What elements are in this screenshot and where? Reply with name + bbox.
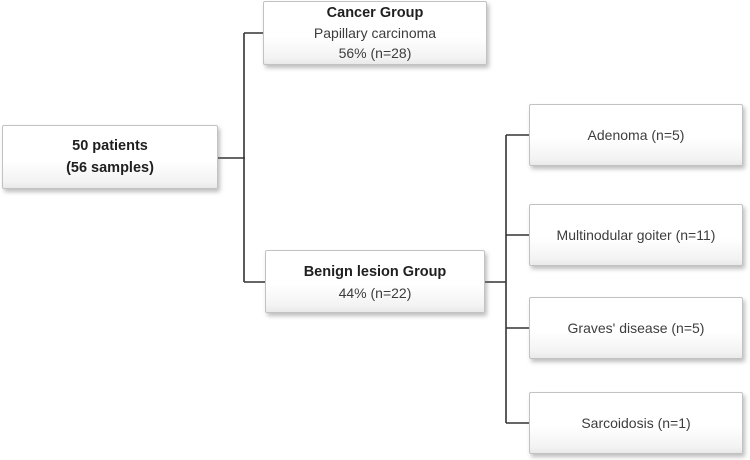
node-sarcoidosis: Sarcoidosis (n=1)	[529, 392, 743, 454]
cancer-group-stat: 56% (n=28)	[338, 45, 412, 61]
node-graves-disease: Graves' disease (n=5)	[529, 297, 743, 359]
cancer-group-subtitle: Papillary carcinoma	[313, 25, 437, 41]
graves-disease-label: Graves' disease (n=5)	[567, 320, 705, 336]
benign-group-title: Benign lesion Group	[303, 263, 447, 280]
node-multinodular-goiter: Multinodular goiter (n=11)	[529, 204, 743, 266]
patients-count-label: 50 patients	[72, 138, 148, 154]
node-adenoma: Adenoma (n=5)	[529, 104, 743, 166]
sarcoidosis-label: Sarcoidosis (n=1)	[581, 415, 691, 431]
adenoma-label: Adenoma (n=5)	[587, 127, 685, 143]
benign-group-stat: 44% (n=22)	[338, 284, 412, 301]
node-patients: 50 patients (56 samples)	[2, 125, 218, 189]
multinodular-goiter-label: Multinodular goiter (n=11)	[556, 227, 716, 243]
cancer-group-title: Cancer Group	[326, 5, 424, 21]
samples-count-label: (56 samples)	[66, 160, 154, 176]
node-benign-group: Benign lesion Group 44% (n=22)	[265, 250, 485, 313]
node-cancer-group: Cancer Group Papillary carcinoma 56% (n=…	[263, 1, 487, 65]
